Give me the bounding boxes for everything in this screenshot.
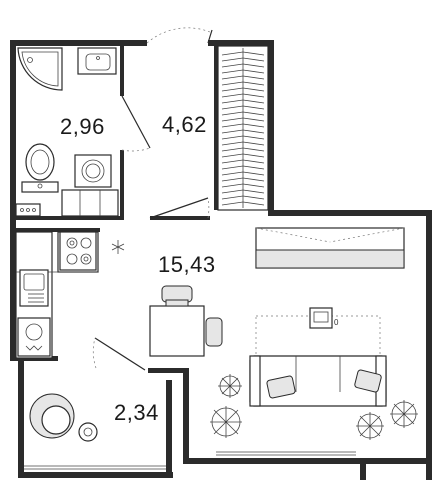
cooktop [59, 231, 97, 271]
window-sill [255, 227, 405, 269]
tv-stand [255, 307, 381, 357]
wardrobe-hatch-line [221, 171, 265, 176]
sofa [249, 355, 387, 407]
wardrobe-hatch-line [221, 51, 265, 56]
wardrobe-hatch-line [221, 165, 265, 170]
coffee-table [78, 422, 98, 442]
washing-machine [74, 154, 112, 188]
wardrobe-hatch-line [221, 87, 265, 92]
walls [10, 40, 432, 480]
wardrobe-hatch-line [221, 177, 265, 182]
room-area-living: 15,43 [158, 252, 216, 277]
dining-chair-right [205, 317, 223, 347]
shower-tray [17, 47, 63, 91]
toilet [21, 143, 59, 193]
wardrobe-hatch-line [221, 183, 265, 188]
wardrobe-hatch-line [221, 99, 265, 104]
tv-power-mark: 0 [334, 318, 339, 327]
wardrobe-hatch-line [221, 147, 265, 152]
room-area-hallway: 4,62 [162, 112, 207, 137]
wardrobe-hatch-line [221, 69, 265, 74]
wardrobe-hatch-line [221, 111, 265, 116]
washbasin [77, 47, 117, 75]
wardrobe-hatch-line [221, 153, 265, 158]
wardrobe [217, 45, 269, 211]
wardrobe-hatch-line [221, 129, 265, 134]
plant-3 [356, 412, 384, 440]
dining-chair-top [161, 285, 193, 307]
wardrobe-hatch-line [221, 189, 265, 194]
room-area-balcony: 2,34 [114, 400, 159, 425]
window-bottom-living [216, 451, 356, 456]
wardrobe-hatch-line [221, 123, 265, 128]
wardrobe-hatch-line [221, 135, 265, 140]
plant-1 [218, 374, 242, 398]
room-area-bathroom: 2,96 [60, 114, 105, 139]
wardrobe-hatch-line [221, 93, 265, 98]
wardrobe-hatch-line [221, 75, 265, 80]
window-bottom-balcony [24, 465, 166, 470]
wardrobe-hatch-line [221, 159, 265, 164]
wardrobe-hatch-line [221, 201, 265, 206]
wardrobe-hatch-line [221, 63, 265, 68]
armchair [29, 393, 75, 439]
wardrobe-hatch-line [221, 141, 265, 146]
plant-4 [390, 400, 418, 428]
doors [92, 27, 213, 371]
dining-table [149, 305, 205, 357]
wardrobe-hatch-line [221, 57, 265, 62]
wardrobe-hatch-line [221, 81, 265, 86]
kitchen-sink [19, 269, 49, 307]
wardrobe-hatch-line [221, 195, 265, 200]
fridge [17, 317, 51, 357]
extractor-mark [111, 240, 125, 254]
bathroom-cabinet [15, 189, 119, 217]
wardrobe-hatch-line [221, 105, 265, 110]
wardrobe-hatch-line [221, 117, 265, 122]
plant-2 [210, 406, 242, 438]
